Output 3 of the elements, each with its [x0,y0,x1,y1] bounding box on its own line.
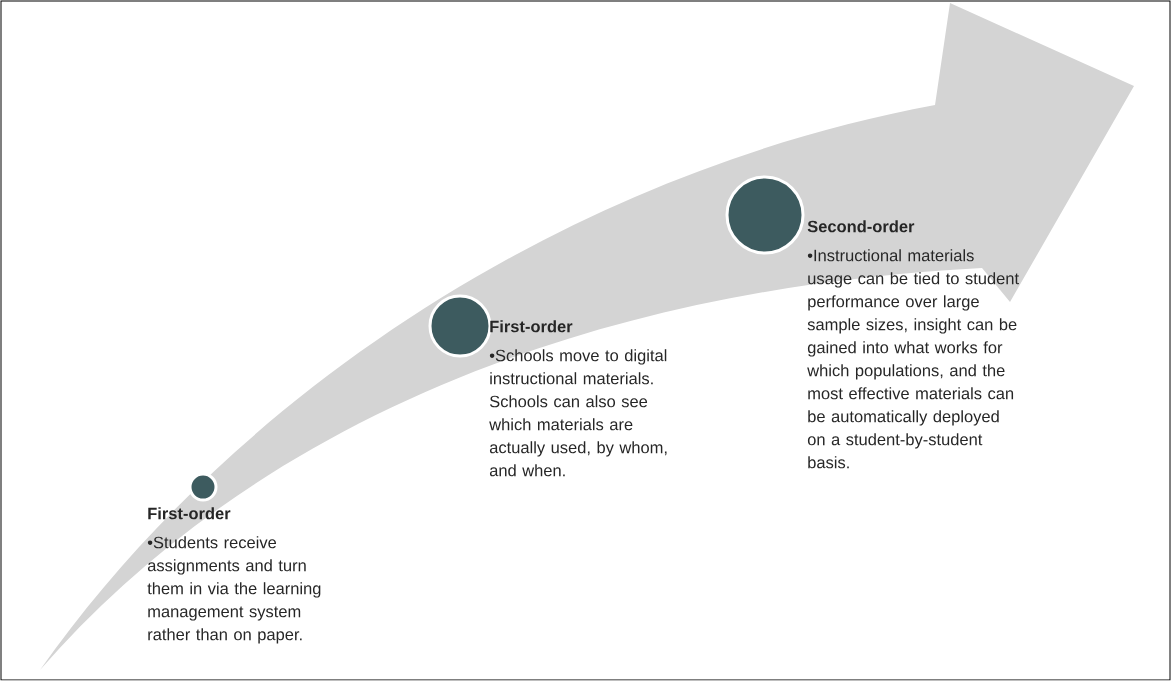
milestone-text: First-order •Students receive assignments and turn them in via the learning management system rather than on paper. [147,507,321,644]
milestone-text: First-order •Schools move to digital instructional materials. Schools can also see which materials are actually used, by whom, and when. [489,320,667,477]
milestone-text: Second-order •Instructional materials usage can be tied to student performance over large sample sizes, insight can be gained into what works for which populations, and the most effective materials can be automatically deployed on a student-by-student basis. [807,220,1019,469]
